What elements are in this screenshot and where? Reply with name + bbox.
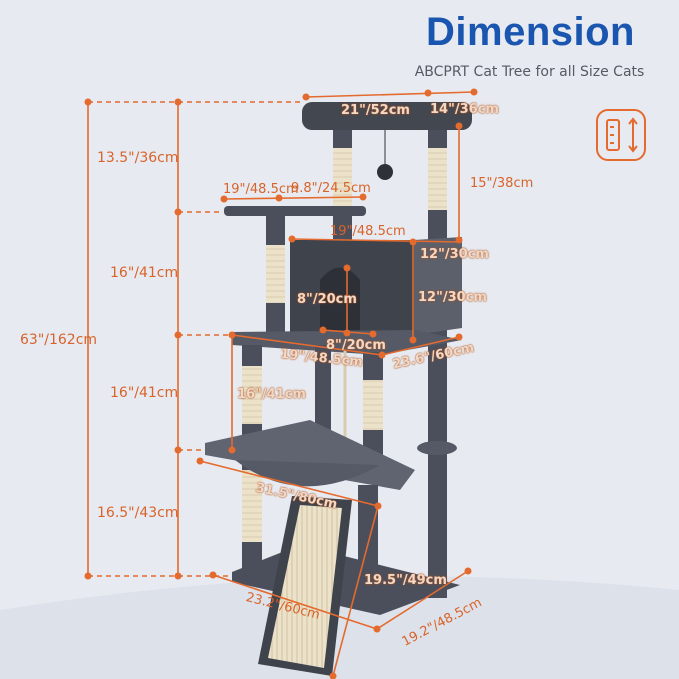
condo-length-label: 19"/48.5cm xyxy=(330,224,406,239)
top-perch-width-label: 14"/36cm xyxy=(430,102,499,117)
floor xyxy=(0,576,679,679)
top-perch-length-label: 21"/52cm xyxy=(341,103,410,118)
upper-section-label: 16"/41cm xyxy=(110,265,179,281)
condo-width-label: 12"/30cm xyxy=(420,247,489,262)
lower-section-label: 16.5"/43cm xyxy=(97,505,179,521)
small-perch-length-label: 19"/48.5cm xyxy=(223,182,299,197)
condo-height-label: 12"/30cm xyxy=(418,290,487,305)
ramp-length-label: 19.5"/49cm xyxy=(364,573,447,588)
top-post-height-label: 15"/38cm xyxy=(470,176,534,191)
top-section-label: 13.5"/36cm xyxy=(97,150,179,166)
height-measure-icon xyxy=(596,109,646,161)
post-height-label: 16"/41cm xyxy=(237,387,306,402)
dimension-dots xyxy=(84,88,478,679)
small-perch-width-label: 9.8"/24.5cm xyxy=(291,181,371,196)
total-height-label: 63"/162cm xyxy=(20,332,98,348)
door-height-label: 8"/20cm xyxy=(297,292,357,307)
middle-section-label: 16"/41cm xyxy=(110,385,179,401)
page-title: Dimension xyxy=(426,10,635,54)
door-width-label: 8"/20cm xyxy=(326,338,386,353)
page-subtitle: ABCPRT Cat Tree for all Size Cats xyxy=(414,64,645,80)
cat-tree xyxy=(205,102,472,676)
dimension-lines xyxy=(87,91,475,677)
